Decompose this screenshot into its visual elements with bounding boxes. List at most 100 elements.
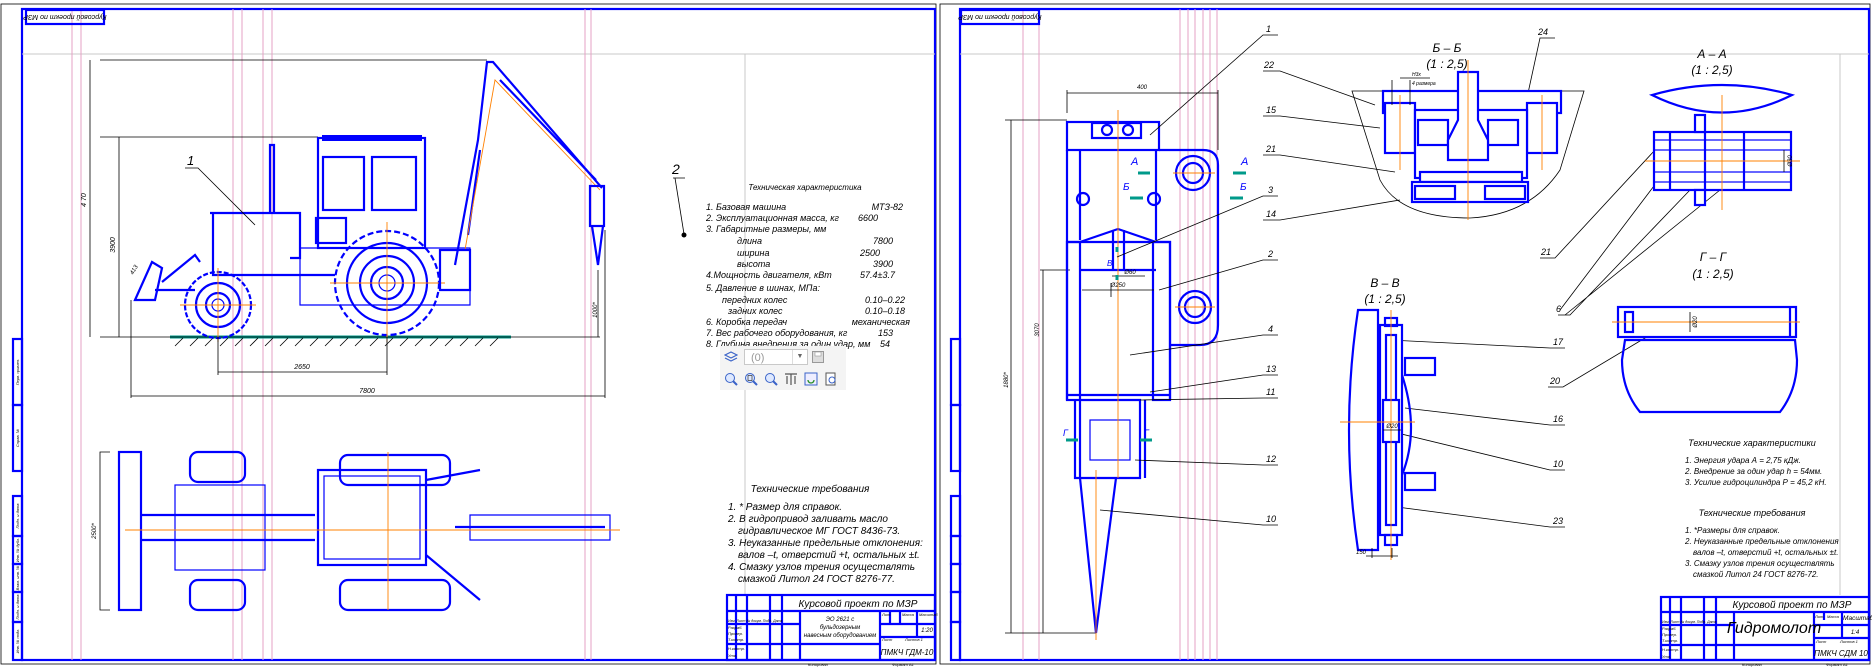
tech-req-line: смазкой Литол 24 ГОСТ 8276-72.	[1693, 570, 1819, 579]
zoom-window-icon[interactable]	[724, 372, 738, 386]
strip-label: Перв. примен.	[15, 359, 20, 386]
title-block-row: Утв.	[1662, 654, 1671, 659]
callout: 24	[1537, 27, 1548, 37]
title-block-row: Т.контр.	[1662, 638, 1678, 643]
sheet-1-frame	[20, 7, 937, 662]
tech-char-value: МТЗ-82	[872, 202, 903, 212]
tech-char-label: высота	[737, 259, 770, 269]
title-block-row: Провер.	[728, 631, 743, 636]
cab-window	[314, 216, 348, 245]
tech-req-line: 2. В гидропривод заливать масло	[727, 514, 888, 525]
section-vv[interactable]: В – В (1 : 2,5) Ø20 150	[1340, 276, 1437, 560]
dim-piston-diameter: Ø250	[1110, 283, 1126, 289]
title-block-row: Утв.	[728, 653, 737, 658]
zoom-page-icon[interactable]	[744, 372, 758, 386]
callout: 17	[1553, 337, 1564, 347]
title-block-project: Курсовой проект по МЗР	[1733, 600, 1852, 611]
tractor-side-view[interactable]: 4 70 3900 413	[81, 59, 606, 398]
section-dim: Ø20	[1693, 316, 1699, 329]
tech-char-value: 54	[880, 339, 890, 349]
refresh-icon[interactable]	[804, 372, 818, 386]
section-aa[interactable]: А – А (1 : 2,5) Ø30	[1645, 47, 1800, 210]
tech-requirements-2: Технические требования 1. *Размеры для с…	[1684, 508, 1839, 579]
sheet-1-stamp	[24, 8, 106, 26]
title-block-row: Изм. Лист № докум. Подп. Дата	[728, 619, 782, 623]
tech-char-value: 57.4±3.7	[860, 270, 896, 280]
rear-wheel	[330, 222, 445, 342]
section-dim: Ø30	[1788, 155, 1794, 168]
tech-char-value: 2500	[859, 248, 880, 258]
sheet-2-stamp-text: Курсовой проект по МЗР	[958, 13, 1042, 21]
title-block-header: Лист	[881, 637, 893, 642]
section-mark-label: Б	[1240, 182, 1247, 193]
tech-req-line: смазкой Литол 24 ГОСТ 8276-77.	[738, 574, 895, 585]
tech-char-label: 6. Коробка передач	[706, 317, 787, 327]
tech-req-line: 4. Смазку узлов трения осуществлять	[728, 562, 915, 573]
show-all-icon[interactable]	[784, 372, 798, 386]
layers-icon[interactable]	[724, 350, 738, 364]
title-block-name: бульдозерным	[820, 625, 861, 631]
tech-char-line: 2. Внедрение за один удар h = 54мм.	[1684, 467, 1822, 476]
title-block-name: ЭО 2621 с	[826, 617, 855, 623]
section-bb[interactable]: Б – Б (1 : 2,5) Н3х 4 размера	[1351, 41, 1585, 220]
title-block-row: Разраб.	[728, 625, 742, 630]
dim-hammer: 1000*	[593, 301, 599, 317]
callout: 2	[1267, 249, 1273, 259]
dim-height: 3900	[110, 237, 117, 253]
tech-req-line: 1. *Размеры для справок.	[1685, 526, 1780, 535]
tech-char-value: 153	[878, 328, 893, 338]
tech-req-line: 2. Неуказанные предельные отклонения	[1684, 537, 1839, 546]
section-title: А – А	[1696, 47, 1726, 61]
tech-char-line: 3. Усилие гидроцилиндра Р = 45,2 кН.	[1685, 478, 1827, 487]
strip-label: Подп. и дата	[15, 503, 20, 529]
callout: 16	[1553, 414, 1563, 424]
dim-wheelbase: 2650	[293, 364, 310, 371]
callout-2: 2	[671, 161, 680, 177]
dim-overall-height: 4 70	[81, 193, 88, 207]
title-block-copied: Копировал	[808, 662, 829, 667]
blade-top	[117, 450, 143, 612]
layer-select[interactable]: (0) ▼	[744, 349, 808, 365]
callout-leaders: 1 22 15 21 3 14 2 4 13 11 12 10 24 21 6 …	[1099, 24, 1721, 528]
section-scale: (1 : 2,5)	[1364, 292, 1405, 306]
tech-char-value: 7800	[873, 236, 893, 246]
tech-char-value: механическая	[852, 317, 910, 327]
cab-window	[321, 155, 366, 212]
zoom-1to1-icon[interactable]	[764, 372, 778, 386]
title-block-format: Формат A1	[1826, 662, 1848, 667]
sheet-1-stamp-text: Курсовой проект по МЗР	[23, 13, 107, 21]
dim-height: 1880*	[1004, 371, 1010, 387]
section-gg[interactable]: Г – Г (1 : 2,5) Ø20	[1612, 250, 1800, 414]
backhoe-boom	[438, 60, 606, 292]
title-block-code: ПМКЧ ГДМ-10	[881, 648, 934, 657]
tech-req-line: 1. * Размер для справок.	[728, 502, 842, 513]
tech-char-label: 4.Мощность двигателя, кВт	[706, 270, 832, 280]
dim-stroke: 3070	[1035, 323, 1041, 337]
chevron-down-icon[interactable]: ▼	[792, 350, 807, 364]
title-block-header: Листов 1	[1839, 639, 1858, 644]
section-title: Г – Г	[1700, 250, 1728, 264]
section-note: Н3х	[1412, 72, 1421, 78]
view-toolbar: (0) ▼	[720, 346, 846, 390]
callout: 15	[1266, 105, 1277, 115]
section-scale: (1 : 2,5)	[1691, 63, 1732, 77]
hammer-attachment	[588, 184, 606, 228]
dim-rod-diameter: Ø60	[1123, 270, 1136, 276]
preview-icon[interactable]	[824, 372, 838, 386]
tech-req-title: Технические требования	[1699, 508, 1806, 518]
callout: 11	[1266, 387, 1275, 397]
hydraulic-hammer-view[interactable]: 400 1880* 3070 Ø250 Ø60	[1004, 85, 1248, 640]
strip-label: Справ. №	[15, 428, 20, 447]
tractor-top-view[interactable]: 2500*	[92, 450, 620, 612]
title-block-header: Лит.	[1814, 614, 1824, 619]
title-block-row: Н.контр.	[728, 646, 745, 651]
title-block-project: Курсовой проект по МЗР	[799, 599, 918, 610]
save-icon[interactable]	[811, 350, 825, 364]
section-dim: Ø20	[1385, 424, 1398, 430]
tech-char-label: 7. Вес рабочего оборудования, кг	[706, 328, 848, 338]
title-block-header: Листов 1	[904, 637, 923, 642]
section-dim: 150	[1356, 550, 1367, 556]
tech-char-label: ширина	[737, 248, 769, 258]
dim-blade: 413	[130, 264, 141, 276]
